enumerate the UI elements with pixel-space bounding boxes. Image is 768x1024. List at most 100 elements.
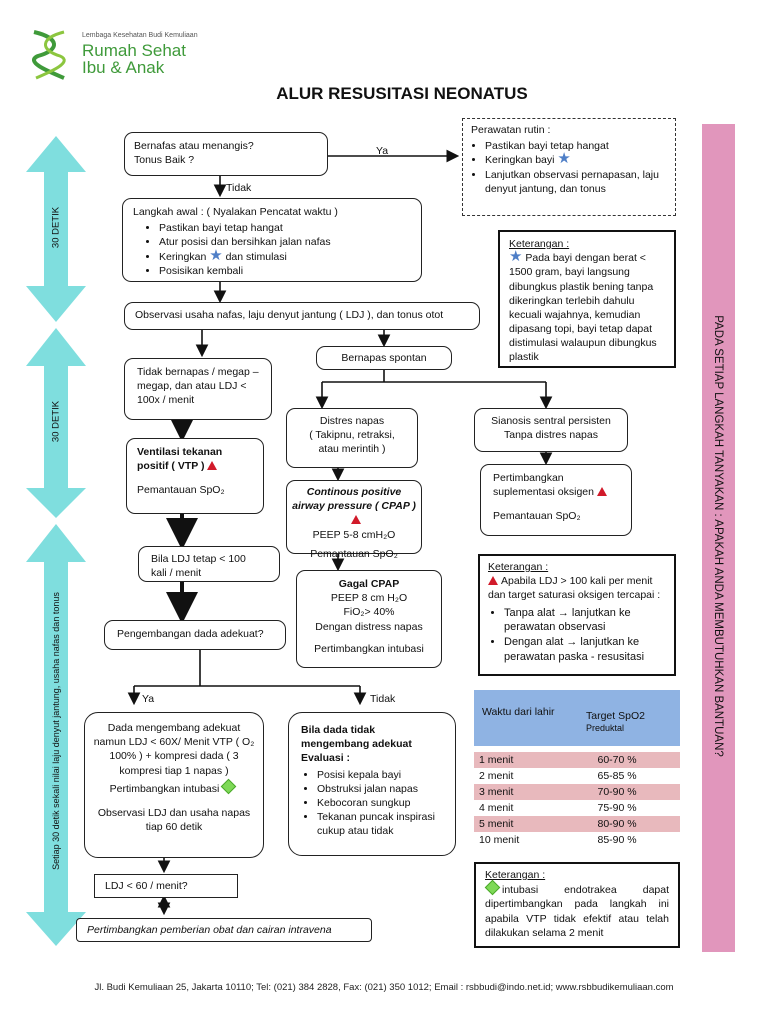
medication-box: Pertimbangkan pemberian obat dan cairan …	[76, 918, 372, 942]
gagal-l3: FiO₂> 40%	[343, 606, 395, 619]
left-bar-label-2: 30 DETIK	[50, 400, 62, 443]
triangle-icon	[350, 515, 361, 525]
cyanosis-box: Sianosis sentral persisten Tanpa distres…	[474, 408, 628, 452]
triangle-icon	[488, 576, 498, 586]
obat-text: Pertimbangkan pemberian obat dan cairan …	[87, 924, 332, 936]
inadequate-chest-box: Bila dada tidak mengembang adekuat Evalu…	[288, 712, 456, 856]
initial-steps-box: Langkah awal : ( Nyalakan Pencatat waktu…	[122, 198, 422, 282]
ldj100-l2: kali / menit	[151, 567, 202, 580]
step1-item-text: dan stimulasi	[225, 250, 287, 263]
routine-item: Keringkan bayi ★	[485, 150, 667, 168]
cpap-l1: Continous positive airway pressure ( CPA…	[291, 485, 417, 528]
triangle-icon	[596, 487, 607, 497]
step1-item: Atur posisi dan bersihkan jalan nafas	[159, 235, 411, 249]
logo-line2: Ibu & Anak	[82, 58, 165, 77]
q1-line2: Tonus Baik ?	[134, 154, 195, 167]
routine-care-box: Perawatan rutin : Pastikan bayi tetap ha…	[462, 118, 676, 216]
spo2-row: 2 menit 65-85 %	[474, 768, 680, 784]
tidak-label-2: Tidak	[370, 693, 396, 705]
o2-title: Pertimbangkan suplementasi oksigen	[493, 472, 594, 499]
oxygen-box: Pertimbangkan suplementasi oksigen Peman…	[480, 464, 632, 536]
logo-mark-icon	[32, 30, 66, 80]
distress-l3: atau merintih )	[318, 443, 386, 456]
adekuat-l3: Observasi LDJ dan usaha napas tiap 60 de…	[97, 806, 251, 834]
cpap-title: Continous positive airway pressure ( CPA…	[292, 486, 416, 513]
star-icon: ★	[209, 246, 223, 264]
step1-item-text: Keringkan	[159, 250, 207, 263]
note-2-title: Keterangan :	[488, 561, 549, 573]
o2-l2: Pemantauan SpO₂	[493, 510, 581, 523]
logo: Lembaga Kesehatan Budi Kemuliaan Rumah S…	[30, 28, 210, 84]
spo2-target-cell: 75-90 %	[597, 802, 637, 814]
note-box-3: Keterangan : intubasi endotrakea dapat d…	[474, 862, 680, 948]
spo2-target-cell: 60-70 %	[597, 754, 637, 766]
gagal-l2: PEEP 8 cm H₂O	[330, 592, 408, 605]
adekuat-l1: Dada mengembang adekuat namun LDJ < 60X/…	[93, 722, 255, 777]
o2-l1: Pertimbangkan suplementasi oksigen	[493, 471, 619, 499]
note-1-title: Keterangan :	[509, 238, 570, 250]
page-title: ALUR RESUSITASI NEONATUS	[276, 84, 528, 103]
logo-org: Lembaga Kesehatan Budi Kemuliaan	[82, 32, 198, 39]
spo2-target-cell: 85-90 %	[597, 834, 637, 846]
adekuat-l2: Pertimbangkan intubasi	[93, 778, 255, 796]
note-2-intro: Apabila LDJ > 100 kali per menit dan tar…	[488, 574, 666, 602]
right-bar-label: PADA SETIAP LANGKAH TANYAKAN : APAKAH AN…	[712, 315, 724, 757]
tidakadekuat-title: Bila dada tidak mengembang adekuat Evalu…	[301, 724, 412, 765]
spo2-time-cell: 4 menit	[479, 802, 514, 814]
spo2-target-cell: 70-90 %	[597, 786, 637, 798]
note-2-intro-text: Apabila LDJ > 100 kali per menit dan tar…	[488, 575, 661, 602]
spo2-time-cell: 1 menit	[479, 754, 514, 766]
distress-l1: Distres napas	[319, 415, 385, 427]
ldj100-l1: Bila LDJ tetap < 100	[151, 553, 246, 565]
spo2-table-header: Waktu dari lahir Target SpO2 Preduktal	[474, 690, 680, 746]
ya-label-2: Ya	[142, 693, 155, 705]
vtp-l2: Pemantauan SpO₂	[137, 484, 225, 497]
spo2-target-table: Waktu dari lahir Target SpO2 Preduktal 1…	[474, 690, 680, 850]
triangle-icon	[207, 461, 218, 471]
vtp-l1: Ventilasi tekanan positif ( VTP )	[137, 445, 253, 473]
evaluation-item: Kebocoran sungkup	[317, 796, 443, 810]
distress-l2: ( Takipnu, retraksi,	[309, 429, 395, 442]
hr-below-100-box: Bila LDJ tetap < 100 kali / menit	[138, 546, 280, 582]
footer-address: Jl. Budi Kemuliaan 25, Jakarta 10110; Te…	[94, 982, 674, 993]
note-box-1: Keterangan : ★ Pada bayi dengan berat < …	[498, 230, 676, 368]
spo2-header-preductal: Preduktal	[586, 723, 625, 733]
apnea-box: Tidak bernapas / megap – megap, dan atau…	[124, 358, 272, 420]
hr-below-60-box: LDJ < 60 / menit?	[94, 874, 238, 898]
sianosis-l2: Tanpa distres napas	[504, 429, 598, 442]
note-3-title: Keterangan :	[485, 869, 546, 881]
evaluation-item: Posisi kepala bayi	[317, 768, 443, 782]
respiratory-distress-box: Distres napas ( Takipnu, retraksi, atau …	[286, 408, 418, 468]
left-bar-label-3: Setiap 30 detik sekali nilai laju denyut…	[51, 592, 61, 870]
cpap-l3: Pemantauan SpO₂	[310, 547, 398, 560]
cpap-box: Continous positive airway pressure ( CPA…	[286, 480, 422, 560]
star-icon: ★	[509, 248, 523, 266]
ldj60-text: LDJ < 60 / menit?	[105, 880, 188, 892]
observe-text: Observasi usaha nafas, laju denyut jantu…	[135, 309, 444, 321]
step1-item: Posisikan kembali	[159, 264, 411, 278]
note-3-body: intubasi endotrakea dapat dipertimbangka…	[485, 884, 669, 939]
star-icon: ★	[557, 150, 571, 168]
tidak-label-1: Tidak	[226, 182, 252, 194]
spo2-row: 1 menit 60-70 %	[474, 752, 680, 768]
question-breathing-box: Bernafas atau menangis? Tonus Baik ?	[124, 132, 328, 176]
nobreath-text: Tidak bernapas / megap – megap, dan atau…	[137, 366, 259, 407]
dada-text: Pengembangan dada adekuat?	[117, 628, 264, 640]
spo2-target-cell: 65-85 %	[597, 770, 637, 782]
spo2-time-cell: 2 menit	[479, 770, 514, 782]
evaluation-item: Obstruksi jalan napas	[317, 782, 443, 796]
spo2-header-target: Target SpO2	[586, 710, 645, 722]
cpap-l2: PEEP 5-8 cmH₂O	[312, 528, 396, 541]
note-2-item: Dengan alat → lanjutkan ke perawatan pas…	[504, 635, 666, 665]
routine-title: Perawatan rutin :	[471, 124, 551, 136]
note-1-body: Pada bayi dengan berat < 1500 gram, bayi…	[509, 252, 657, 364]
gagal-l4: Dengan distress napas	[315, 620, 423, 633]
ya-label-1: Ya	[376, 145, 389, 157]
note-box-2: Keterangan : Apabila LDJ > 100 kali per …	[478, 554, 676, 676]
